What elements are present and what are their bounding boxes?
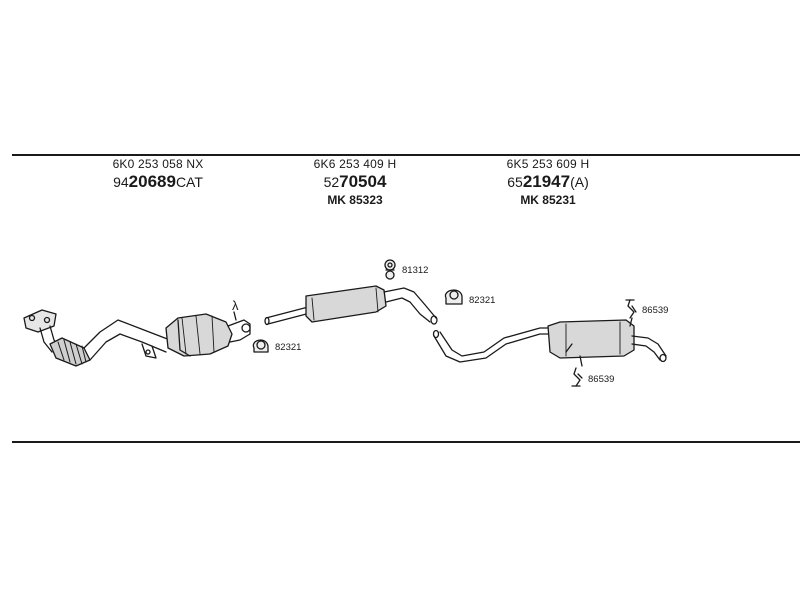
part-group-middle-silencer: 6K6 253 409 H 5270504 MK 85323	[285, 157, 425, 207]
bottom-divider-line	[12, 441, 800, 443]
lambda-sensor-symbol: λ	[232, 298, 239, 313]
oe-number: 6K0 253 058 NX	[112, 157, 204, 171]
rubber-hanger-86539-top	[625, 299, 637, 319]
clamp-82321-near-middle	[444, 289, 463, 305]
catalytic-converter-drawing	[165, 311, 251, 357]
part-group-catalytic-converter: 6K0 253 058 NX 9420689CAT	[78, 157, 238, 192]
oe-number: 6K5 253 609 H	[506, 157, 590, 171]
rubber-hanger-86539-bottom	[571, 367, 583, 387]
part-group-rear-silencer: 6K5 253 609 H 6521947(A) MK 85231	[478, 157, 618, 207]
rubber-mount-81312	[384, 259, 396, 280]
clamp-82321-near-converter	[252, 339, 269, 353]
mounting-kit-number: MK 85231	[520, 192, 576, 207]
hanger-86539-label-bottom: 86539	[588, 374, 615, 385]
article-number: 9420689CAT	[113, 172, 203, 192]
hanger-86539-label-top: 86539	[642, 305, 669, 316]
clamp-82321-label-a: 82321	[275, 342, 302, 353]
article-number: 5270504	[323, 172, 387, 192]
mount-81312-label: 81312	[402, 265, 429, 276]
middle-silencer-drawing	[264, 285, 438, 326]
mounting-kit-number: MK 85323	[327, 192, 383, 207]
oe-number: 6K6 253 409 H	[313, 157, 397, 171]
top-divider-line	[12, 154, 800, 156]
rear-silencer-drawing	[432, 317, 667, 367]
front-pipe-drawing	[23, 309, 171, 367]
clamp-82321-label-b: 82321	[469, 295, 496, 306]
article-number: 6521947(A)	[507, 172, 589, 192]
